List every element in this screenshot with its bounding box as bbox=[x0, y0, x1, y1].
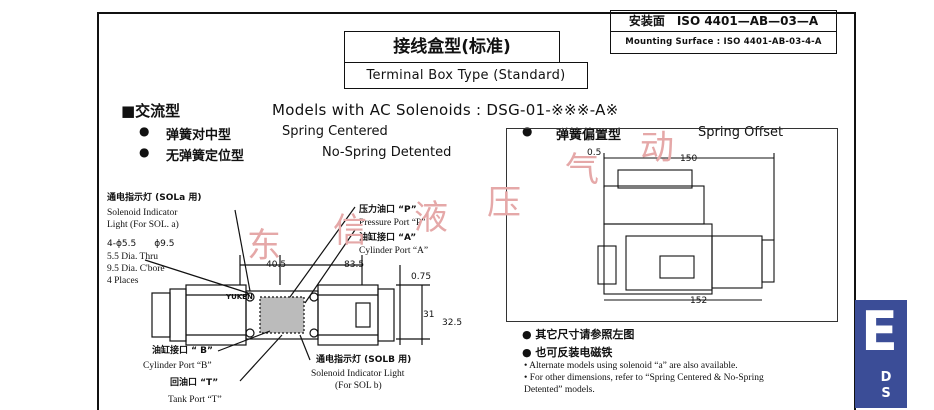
section-tab-e[interactable]: E D S bbox=[855, 300, 907, 408]
watermark-char: 信 bbox=[333, 211, 367, 251]
dim-40-5: 40.5 bbox=[266, 260, 287, 270]
port-b-en: Cylinder Port “B” bbox=[143, 361, 212, 371]
indicator-a-en1: Solenoid Indicator bbox=[107, 208, 178, 218]
spring-offset-box bbox=[506, 128, 838, 322]
brand-mark: YUKEN bbox=[226, 293, 253, 301]
no-spring-en: No-Spring Detented bbox=[322, 145, 452, 160]
spring-offset-drawing bbox=[597, 153, 775, 301]
holes-spec: 4-ϕ5.5 ϕ9.5 bbox=[107, 239, 175, 249]
models-label-cn: ■交流型 bbox=[121, 102, 181, 120]
mounting-surface-cn: 安装面 ISO 4401—AB—03—A bbox=[611, 11, 836, 32]
note-detented-models: Detented” models. bbox=[524, 385, 595, 395]
valve-top-view-drawing bbox=[144, 206, 430, 382]
port-p-cn: 压力油口 “P” bbox=[359, 205, 417, 215]
bullet: ● bbox=[139, 124, 150, 138]
port-t-cn: 回油口 “T” bbox=[170, 378, 219, 388]
title-chinese: 接线盒型(标准) bbox=[344, 31, 560, 63]
holes-places: 4 Places bbox=[107, 276, 139, 286]
watermark-char: 液 bbox=[414, 198, 448, 238]
port-a-cn: 油缸接口 “A” bbox=[359, 233, 417, 243]
section-tab-sub-d: D bbox=[880, 370, 892, 385]
port-p-en: Pressure Port “P” bbox=[359, 218, 426, 228]
indicator-b-en1: Solenoid Indicator Light bbox=[311, 369, 405, 379]
bullet: ● bbox=[522, 124, 533, 138]
models-label-en: Models with AC Solenoids : DSG-01-※※※-A※ bbox=[272, 101, 619, 119]
port-a-en: Cylinder Port “A” bbox=[359, 246, 429, 256]
bullet: ● bbox=[139, 145, 150, 159]
section-tab-sub-s: S bbox=[881, 386, 891, 401]
indicator-a-cn: 通电指示灯 (SOLa 用) bbox=[107, 193, 202, 203]
indicator-b-cn: 通电指示灯 (SOLB 用) bbox=[316, 355, 412, 365]
section-tab-sub: D S bbox=[879, 370, 893, 402]
mounting-surface-en: Mounting Surface : ISO 4401-AB-03-4-A bbox=[625, 37, 822, 47]
watermark-char: 压 bbox=[487, 183, 521, 223]
dim-150: 150 bbox=[680, 154, 698, 164]
note-other-dimensions-cn: ● 其它尺寸请参照左图 bbox=[522, 328, 635, 341]
holes-cbore: 9.5 Dia. C'bore bbox=[107, 264, 165, 274]
note-reverse-solenoid-cn: ● 也可反装电磁铁 bbox=[522, 346, 613, 359]
document-frame bbox=[97, 12, 856, 410]
note-alternate-models: • Alternate models using solenoid “a” ar… bbox=[524, 361, 738, 371]
indicator-b-en2: (For SOL b) bbox=[335, 381, 382, 391]
holes-thru: 5.5 Dia. Thru bbox=[107, 252, 159, 262]
note-other-dimensions: • For other dimensions, refer to “Spring… bbox=[524, 373, 764, 383]
dim-31: 31 bbox=[423, 310, 435, 320]
indicator-a-en2: Light (For SOL. a) bbox=[107, 220, 179, 230]
watermark-char: 气 bbox=[565, 150, 599, 190]
dim-0-75: 0.75 bbox=[411, 272, 432, 282]
no-spring-cn: 无弹簧定位型 bbox=[166, 149, 245, 164]
watermark-char: 东 bbox=[247, 226, 281, 266]
dim-83-5: 83.5 bbox=[344, 260, 365, 270]
spring-centered-cn: 弹簧对中型 bbox=[166, 128, 232, 143]
mounting-surface-box: 安装面 ISO 4401—AB—03—A Mounting Surface : … bbox=[610, 10, 837, 54]
port-b-cn: 油缸接口 “ B” bbox=[152, 346, 213, 356]
dim-0-5: 0.5 bbox=[587, 148, 602, 158]
section-tab-letter: E bbox=[861, 300, 898, 363]
port-t-en: Tank Port “T” bbox=[168, 395, 222, 405]
title-english: Terminal Box Type (Standard) bbox=[344, 62, 588, 89]
watermark-char: 动 bbox=[640, 128, 674, 168]
dim-32-5: 32.5 bbox=[442, 318, 463, 328]
spring-centered-en: Spring Centered bbox=[282, 124, 388, 139]
dim-152: 152 bbox=[690, 296, 708, 306]
spring-offset-cn: 弹簧偏置型 bbox=[556, 128, 622, 143]
